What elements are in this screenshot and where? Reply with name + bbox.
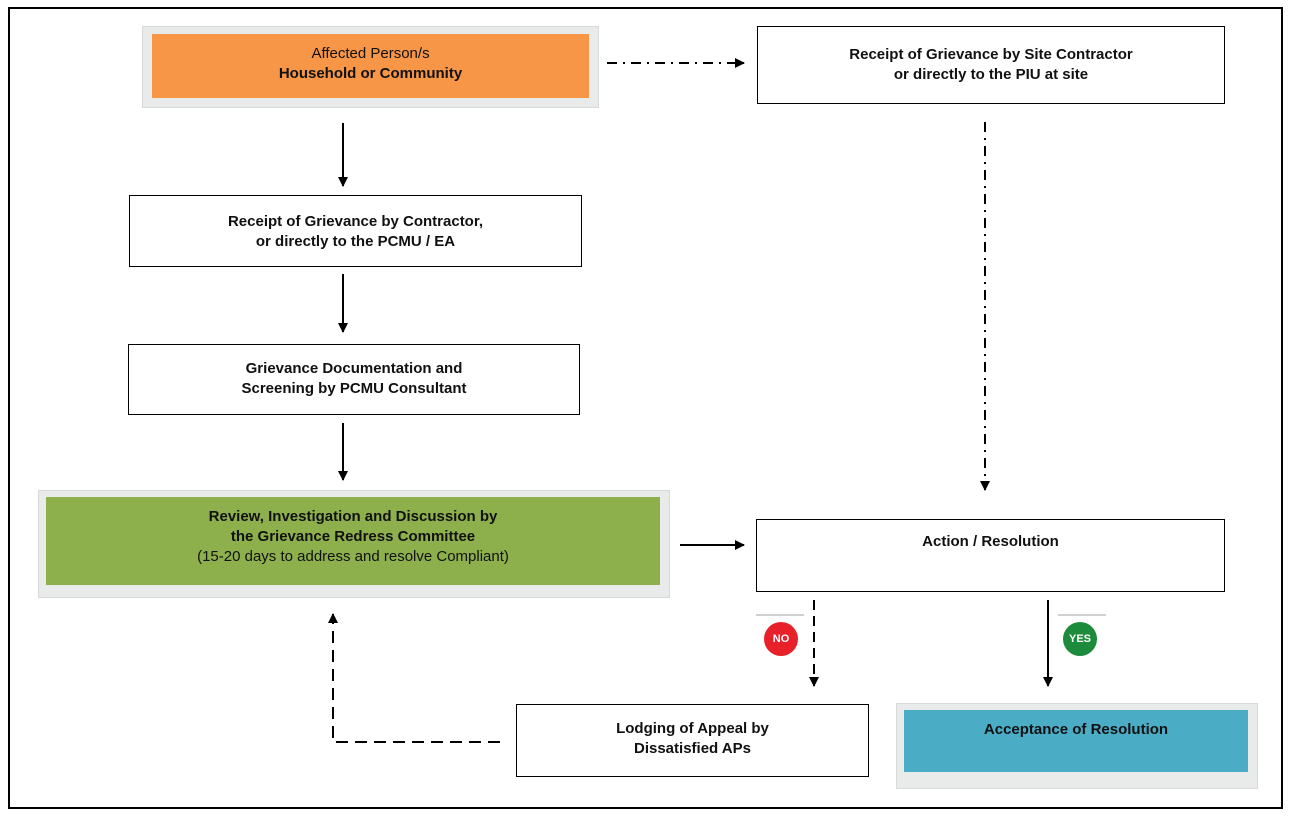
node-review-investigation: Review, Investigation and Discussion by … [46,497,660,585]
node-acceptance-resolution: Acceptance of Resolution [904,710,1248,772]
contractor-receipt-line2: or directly to the PCMU / EA [255,233,456,250]
site-receipt-line2: or directly to the PIU at site [893,66,1089,83]
documentation-line1: Grievance Documentation and [245,360,463,377]
edge-appeal-to-review [328,613,500,743]
node-site-contractor-receipt: Receipt of Grievance by Site Contractor … [757,26,1225,104]
review-line3: (15-20 days to address and resolve Compl… [197,548,509,565]
review-line2: the Grievance Redress Committee [230,528,476,545]
node-lodging-appeal: Lodging of Appeal by Dissatisfied APs [516,704,869,777]
documentation-line2: Screening by PCMU Consultant [241,380,467,397]
no-badge: NO [764,622,798,656]
node-contractor-receipt: Receipt of Grievance by Contractor, or d… [129,195,582,267]
action-line1: Action / Resolution [922,533,1059,550]
yes-badge-frame [1058,614,1106,662]
no-badge-frame [756,614,804,662]
review-line1: Review, Investigation and Discussion by [208,508,498,525]
contractor-receipt-line1: Receipt of Grievance by Contractor, [227,213,484,230]
site-receipt-line1: Receipt of Grievance by Site Contractor [849,46,1133,63]
node-documentation-screening: Grievance Documentation and Screening by… [128,344,580,415]
yes-badge: YES [1063,622,1097,656]
node-affected-persons: Affected Person/s Household or Community [152,34,589,98]
affected-line1: Affected Person/s [311,45,430,62]
affected-line2: Household or Community [278,65,463,82]
node-action-resolution: Action / Resolution [756,519,1225,592]
diagram-frame [8,7,1283,809]
acceptance-line1: Acceptance of Resolution [983,721,1169,738]
appeal-line1: Lodging of Appeal by [616,720,769,737]
appeal-line2: Dissatisfied APs [634,740,751,757]
